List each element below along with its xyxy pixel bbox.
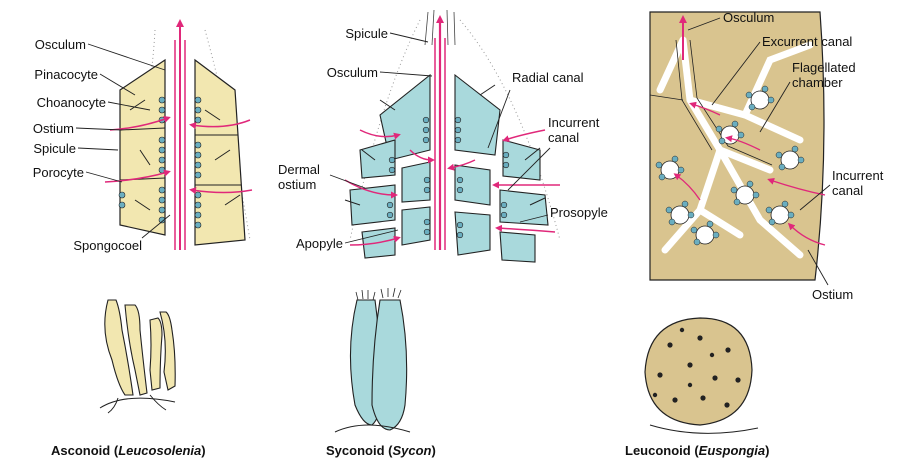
caption-syconoid: Syconoid (Sycon) bbox=[326, 443, 436, 458]
caption-type: Syconoid bbox=[326, 443, 385, 458]
label-dermal-ostium-line1: Dermal bbox=[278, 162, 320, 177]
label-spicule: Spicule bbox=[20, 141, 76, 156]
asconoid-organism-illustration bbox=[100, 300, 175, 413]
label-osculum: Osculum bbox=[306, 65, 378, 80]
label-choanocyte: Choanocyte bbox=[6, 95, 106, 110]
asconoid-section-diagram bbox=[76, 22, 252, 250]
label-apopyle: Apopyle bbox=[270, 236, 343, 251]
label-flagellated-chamber-line1: Flagellated bbox=[792, 60, 856, 75]
caption-type: Leuconoid bbox=[625, 443, 691, 458]
label-incurrent-canal-line1: Incurrent bbox=[548, 115, 599, 130]
leuconoid-section-diagram bbox=[650, 12, 830, 285]
label-osculum: Osculum bbox=[20, 37, 86, 52]
label-spicule: Spicule bbox=[320, 26, 388, 41]
syconoid-section-diagram bbox=[330, 10, 560, 262]
label-ostium: Ostium bbox=[22, 121, 74, 136]
label-incurrent-canal-line1: Incurrent bbox=[832, 168, 883, 183]
label-incurrent-canal-line2: canal bbox=[832, 183, 863, 198]
label-spongocoel: Spongocoel bbox=[52, 238, 142, 253]
caption-leuconoid: Leuconoid (Euspongia) bbox=[625, 443, 769, 458]
label-incurrent-canal-line2: canal bbox=[548, 130, 579, 145]
caption-type: Asconoid bbox=[51, 443, 110, 458]
caption-asconoid: Asconoid (Leucosolenia) bbox=[51, 443, 206, 458]
label-ostium: Ostium bbox=[812, 287, 853, 302]
caption-genus: Sycon bbox=[392, 443, 431, 458]
label-osculum: Osculum bbox=[723, 10, 774, 25]
label-porocyte: Porocyte bbox=[16, 165, 84, 180]
label-prosopyle: Prosopyle bbox=[550, 205, 608, 220]
caption-genus: Leucosolenia bbox=[118, 443, 201, 458]
label-excurrent-canal: Excurrent canal bbox=[762, 34, 852, 49]
label-pinacocyte: Pinacocyte bbox=[10, 67, 98, 82]
label-flagellated-chamber-line2: chamber bbox=[792, 75, 843, 90]
caption-genus: Euspongia bbox=[699, 443, 765, 458]
syconoid-organism-illustration bbox=[335, 288, 410, 432]
leuconoid-organism-illustration bbox=[645, 318, 758, 433]
label-radial-canal: Radial canal bbox=[512, 70, 584, 85]
label-dermal-ostium-line2: ostium bbox=[278, 177, 316, 192]
